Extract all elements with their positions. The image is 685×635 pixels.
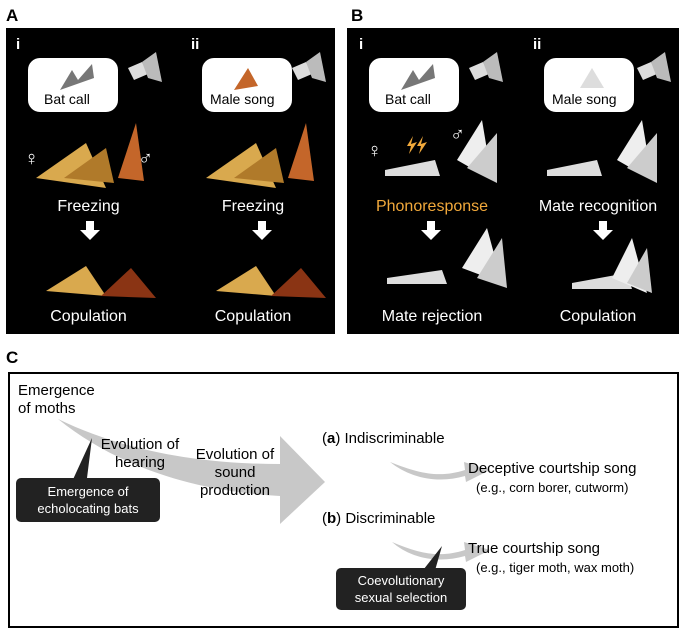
panel-b-illustrations (385, 52, 671, 293)
moth-pair-icon (547, 120, 657, 183)
male-symbol: ♂ (138, 148, 153, 170)
speaker-icon (128, 52, 162, 82)
moth-icon (580, 68, 604, 88)
branch-b-examples: (e.g., tiger moth, wax moth) (476, 560, 635, 575)
panel-b: i ii Bat call Male song ♀ ♂ Phonorespons… (347, 28, 679, 334)
outcome-label: Copulation (559, 308, 637, 325)
speech-bubble: Bat call (28, 58, 118, 112)
sub-label-i: i (359, 36, 364, 53)
behavior-label: Freezing (57, 198, 120, 215)
evolution-hearing-line2: hearing (114, 454, 166, 471)
sub-label-ii: ii (191, 36, 200, 53)
emergence-bats-box: Emergence of echolocating bats (16, 478, 160, 522)
panel-letter-a: A (6, 6, 19, 25)
speech-bubble: Male song (544, 58, 634, 112)
moth-rejection-icon (387, 228, 507, 288)
down-arrow-icon (421, 221, 441, 240)
behavior-label: Freezing (221, 198, 285, 215)
emergence-bats-line1: Emergence of (47, 484, 129, 499)
panel-a: i ii Bat call Male song ♀ ♂ Freezing Fre… (6, 28, 335, 334)
pointer-icon (420, 546, 442, 574)
emergence-bats-line2: echolocating bats (37, 501, 139, 516)
female-symbol: ♀ (24, 148, 39, 170)
bubble-text: Male song (552, 91, 617, 107)
branch-arrow-icon (390, 462, 490, 482)
branch-b-result: True courtship song (468, 540, 601, 557)
outcome-label: Copulation (50, 308, 127, 325)
moth-copulation-icon (572, 238, 652, 293)
coevolution-line2: sexual selection (354, 590, 448, 605)
panel-c: Emergence of moths Evolution of hearing … (8, 372, 679, 628)
sub-label-i: i (16, 36, 21, 53)
outcome-label: Mate rejection (381, 308, 483, 325)
branch-a-text: Indiscriminable (344, 430, 445, 447)
down-arrow-icon (252, 221, 272, 240)
bubble-text: Male song (210, 91, 275, 107)
evolution-arrow-icon (58, 419, 325, 524)
branch-b-text: Discriminable (345, 510, 436, 527)
panel-letter-b: B (351, 6, 364, 25)
bubble-text: Bat call (385, 91, 431, 107)
speech-bubble: Male song (202, 58, 292, 112)
branch-b-tag: b (327, 510, 337, 527)
female-symbol: ♀ (367, 140, 382, 162)
branch-a-result: Deceptive courtship song (468, 460, 637, 477)
outcome-label: Copulation (214, 308, 292, 325)
moth-pair-freezing-icon (36, 123, 144, 188)
moth-icon (234, 68, 258, 90)
branch-a-tag: a (327, 430, 336, 447)
moth-pair-freezing-icon (206, 123, 314, 188)
moth-pair-copulation-icon (216, 266, 326, 298)
emergence-moths-line2: of moths (18, 400, 76, 417)
evolution-sound-line1: Evolution of (195, 446, 275, 463)
evolution-hearing-line1: Evolution of (100, 436, 180, 453)
lightning-icon (407, 136, 427, 154)
bat-icon (60, 64, 94, 90)
branch-b-label: (b) Discriminable (322, 510, 436, 527)
phonoresponse-label: Phonoresponse (375, 198, 489, 215)
behavior-label: Mate recognition (538, 198, 658, 215)
down-arrow-icon (593, 221, 613, 240)
branch-a-label: (a) Indiscriminable (322, 430, 445, 447)
moth-pair-icon (385, 120, 497, 183)
panel-a-illustrations (36, 52, 326, 298)
speaker-icon (469, 52, 503, 82)
down-arrow-icon (80, 221, 100, 240)
speech-bubble: Bat call (369, 58, 459, 112)
bat-icon (401, 64, 435, 90)
emergence-moths-line1: Emergence (18, 382, 95, 399)
speaker-icon (292, 52, 326, 82)
moth-pair-copulation-icon (46, 266, 156, 298)
male-symbol: ♂ (450, 124, 465, 146)
coevolution-line1: Coevolutionary (357, 573, 445, 588)
sub-label-ii: ii (533, 36, 542, 53)
evolution-sound-line3: production (199, 482, 271, 499)
branch-a-examples: (e.g., corn borer, cutworm) (476, 480, 629, 495)
bubble-text: Bat call (44, 91, 90, 107)
panel-letter-c: C (6, 348, 19, 367)
evolution-sound-line2: sound (214, 464, 256, 481)
speaker-icon (637, 52, 671, 82)
pointer-icon (70, 438, 92, 486)
evolution-arrows (58, 419, 490, 574)
coevolution-box: Coevolutionary sexual selection (336, 568, 466, 610)
branch-arrow-icon (392, 542, 490, 562)
